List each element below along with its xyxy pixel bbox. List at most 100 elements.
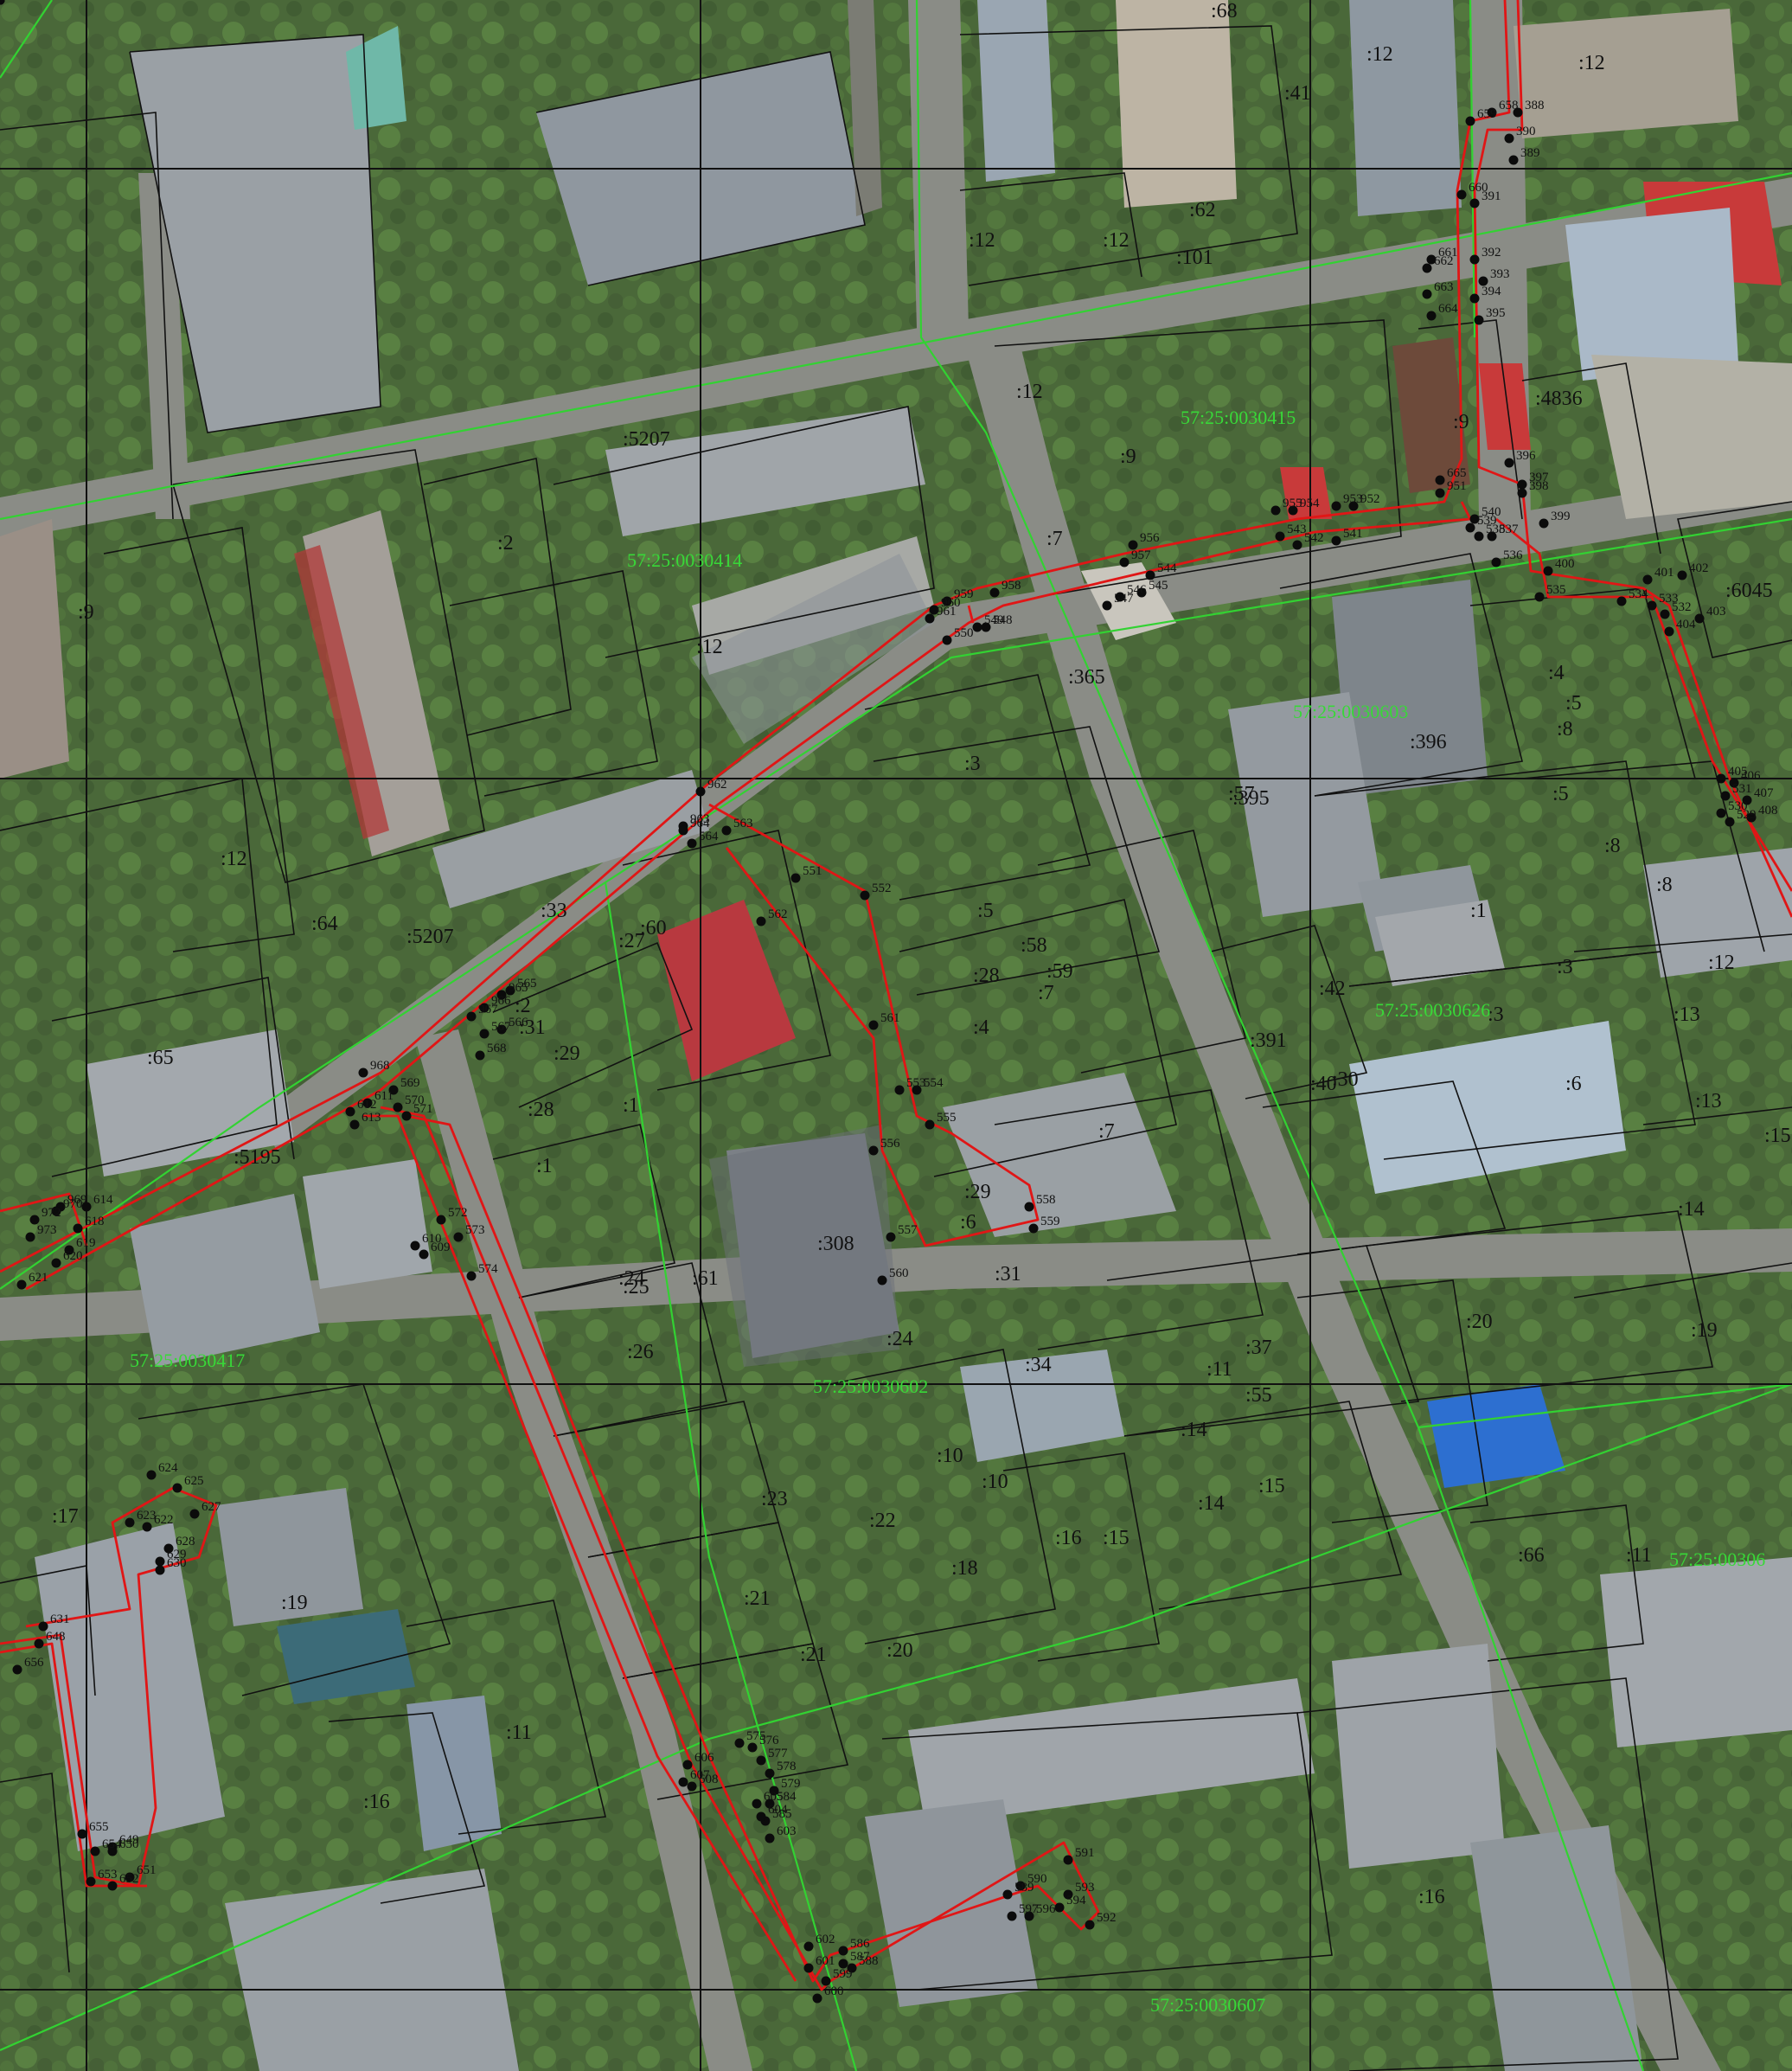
route-vertex (1002, 1889, 1013, 1900)
parcel-label: :396 (1410, 731, 1447, 753)
point-number: 653 (98, 1868, 118, 1882)
route-vertex (1007, 1911, 1017, 1921)
route-vertex (1426, 311, 1437, 321)
route-vertex (1435, 488, 1445, 498)
parcel-label: :33 (541, 900, 567, 922)
route-vertex (1015, 1881, 1026, 1891)
parcel-label: :9 (1453, 411, 1469, 433)
point-number: 566 (509, 1016, 528, 1029)
point-number: 602 (816, 1933, 835, 1946)
route-vertex (1422, 289, 1432, 299)
point-number: 590 (1027, 1872, 1047, 1886)
point-number: 586 (850, 1937, 870, 1951)
route-vertex (505, 985, 515, 996)
parcel-label: :365 (1068, 666, 1105, 689)
route-vertex (64, 1245, 74, 1255)
route-vertex (1331, 501, 1341, 511)
point-number: 394 (1482, 285, 1501, 298)
point-number: 596 (1036, 1902, 1056, 1916)
point-number: 605 (764, 1790, 784, 1804)
parcel-label: :5 (1552, 783, 1569, 805)
parcel-label: :24 (886, 1328, 913, 1350)
route-vertex (51, 1258, 61, 1268)
point-number: 578 (777, 1760, 797, 1773)
route-vertex (860, 890, 870, 901)
parcel-label: :14 (1198, 1492, 1225, 1515)
parcel-label: :7 (1046, 528, 1063, 550)
point-number: 399 (1551, 510, 1571, 523)
route-vertex (1270, 505, 1281, 516)
parcel-label: :5207 (406, 926, 454, 948)
route-vertex (981, 622, 991, 632)
parcel-label: :68 (1211, 0, 1238, 22)
point-number: 609 (431, 1241, 451, 1254)
parcel-label: :395 (1232, 787, 1270, 810)
point-number: 629 (167, 1548, 187, 1561)
parcel-label: :58 (1021, 934, 1047, 957)
route-vertex (453, 1232, 464, 1242)
route-vertex (1534, 592, 1545, 602)
point-number: 652 (119, 1872, 139, 1886)
point-number: 622 (154, 1513, 174, 1527)
point-number: 587 (850, 1950, 870, 1964)
point-number: 537 (1499, 523, 1519, 536)
parcel-label: :11 (506, 1722, 532, 1744)
parcel-label: :5 (1565, 692, 1582, 715)
route-vertex (803, 1963, 814, 1973)
point-number: 663 (1434, 280, 1454, 294)
route-vertex (868, 1145, 879, 1156)
parcel-label: :2 (497, 532, 514, 555)
route-vertex (678, 825, 688, 836)
point-number: 619 (76, 1236, 96, 1250)
route-vertex (752, 1798, 762, 1809)
parcel-label: :12 (696, 636, 723, 658)
parcel-label: :66 (1518, 1544, 1545, 1567)
route-vertex (687, 1781, 697, 1792)
point-number: 575 (746, 1729, 766, 1743)
point-number: 961 (937, 605, 957, 619)
parcel-label: :14 (1678, 1198, 1705, 1221)
point-number: 546 (1127, 583, 1147, 597)
point-number: 955 (1283, 497, 1302, 510)
route-vertex (1024, 1202, 1034, 1212)
route-vertex (172, 1483, 182, 1493)
point-number: 662 (1434, 254, 1454, 268)
quarter-label-q5: 57:25:0030602 (813, 1375, 928, 1397)
route-vertex (790, 873, 801, 883)
route-vertex (1292, 540, 1302, 550)
point-number: 630 (167, 1556, 187, 1570)
point-number: 967 (478, 1003, 498, 1016)
parcel-label: :10 (937, 1445, 963, 1467)
point-number: 530 (1728, 799, 1748, 813)
route-vertex (142, 1522, 152, 1532)
point-number: 532 (1672, 600, 1692, 614)
parcel-label: :31 (995, 1263, 1021, 1286)
route-vertex (769, 1786, 779, 1796)
route-vertex (838, 1946, 848, 1956)
point-number: 963 (690, 812, 710, 826)
point-number: 545 (1149, 579, 1168, 593)
route-vertex (1647, 600, 1657, 611)
point-number: 557 (898, 1223, 918, 1237)
point-number: 529 (1737, 808, 1757, 822)
route-vertex (1435, 475, 1445, 485)
parcel-label: :16 (1418, 1886, 1445, 1908)
point-number: 407 (1754, 786, 1774, 800)
route-vertex (803, 1941, 814, 1952)
parcel-label: :8 (1557, 718, 1573, 741)
route-vertex (1487, 531, 1497, 542)
route-vertex (1616, 596, 1627, 606)
route-vertex (189, 1509, 200, 1519)
point-number: 562 (768, 907, 788, 921)
point-number: 973 (37, 1223, 57, 1237)
route-vertex (1426, 254, 1437, 265)
point-number: 572 (448, 1206, 468, 1220)
parcel-label: :7 (1038, 982, 1054, 1004)
route-vertex (1275, 531, 1285, 542)
point-number: 651 (137, 1863, 157, 1877)
parcel-label: :19 (281, 1592, 308, 1614)
parcel-label: :15 (1103, 1527, 1130, 1549)
